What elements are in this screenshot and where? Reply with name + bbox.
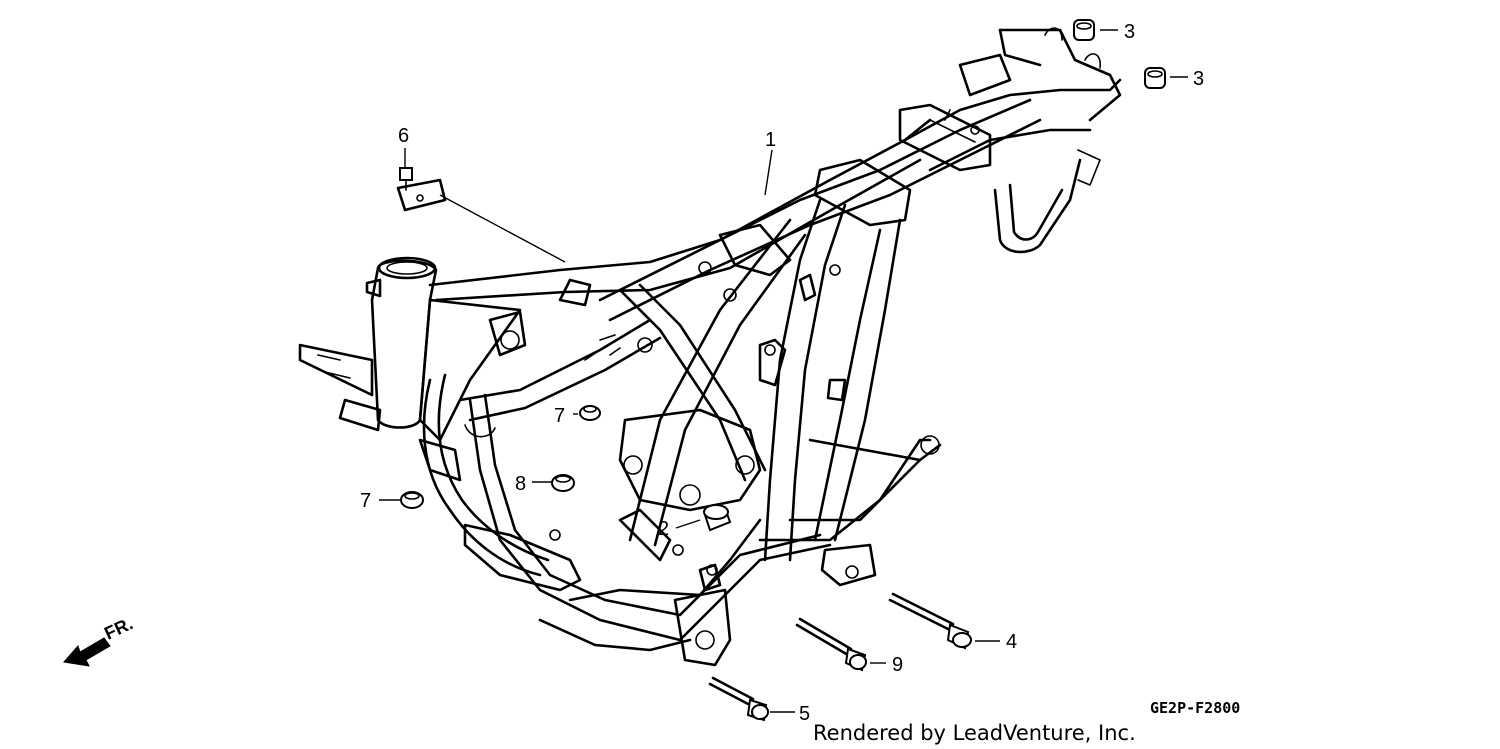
collar-part-7-upper: [579, 405, 601, 421]
callout-5: 5: [799, 703, 810, 725]
callout-8: 8: [515, 473, 526, 495]
bracket-plate: [396, 178, 447, 212]
callout-1: 1: [765, 129, 776, 151]
front-direction-label: FR.: [101, 613, 136, 643]
bolt-part-4: [888, 592, 972, 650]
nut-part-3-upper: [1073, 19, 1095, 41]
collar-part-7-lower: [400, 491, 424, 509]
frame-body-drawing: [298, 27, 1122, 667]
callout-4: 4: [1006, 631, 1017, 653]
bushing-part-2: [703, 504, 732, 532]
callout-3-upper: 3: [1124, 21, 1135, 43]
front-direction-indicator: FR.: [63, 613, 136, 667]
front-arrow-icon: [63, 637, 111, 667]
nut-part-3-lower: [1144, 67, 1166, 89]
callout-7-lower: 7: [360, 490, 371, 512]
diagram-code: GE2P-F2800: [1150, 699, 1240, 717]
callout-labels: 1 2 3 3 4 5 6 7 7 8 9: [360, 21, 1204, 725]
callout-7-upper: 7: [554, 405, 565, 427]
credit-line: Rendered by LeadVenture, Inc.: [813, 721, 1136, 745]
callout-2: 2: [658, 518, 669, 540]
callout-6: 6: [398, 125, 409, 147]
bolt-part-9: [795, 617, 867, 672]
bolt-part-6: [399, 167, 413, 191]
callout-3-lower: 3: [1193, 68, 1204, 90]
collar-part-8: [551, 474, 575, 492]
bolt-part-5: [708, 676, 769, 722]
callout-9: 9: [892, 654, 903, 676]
leader-lines: [379, 29, 1188, 713]
